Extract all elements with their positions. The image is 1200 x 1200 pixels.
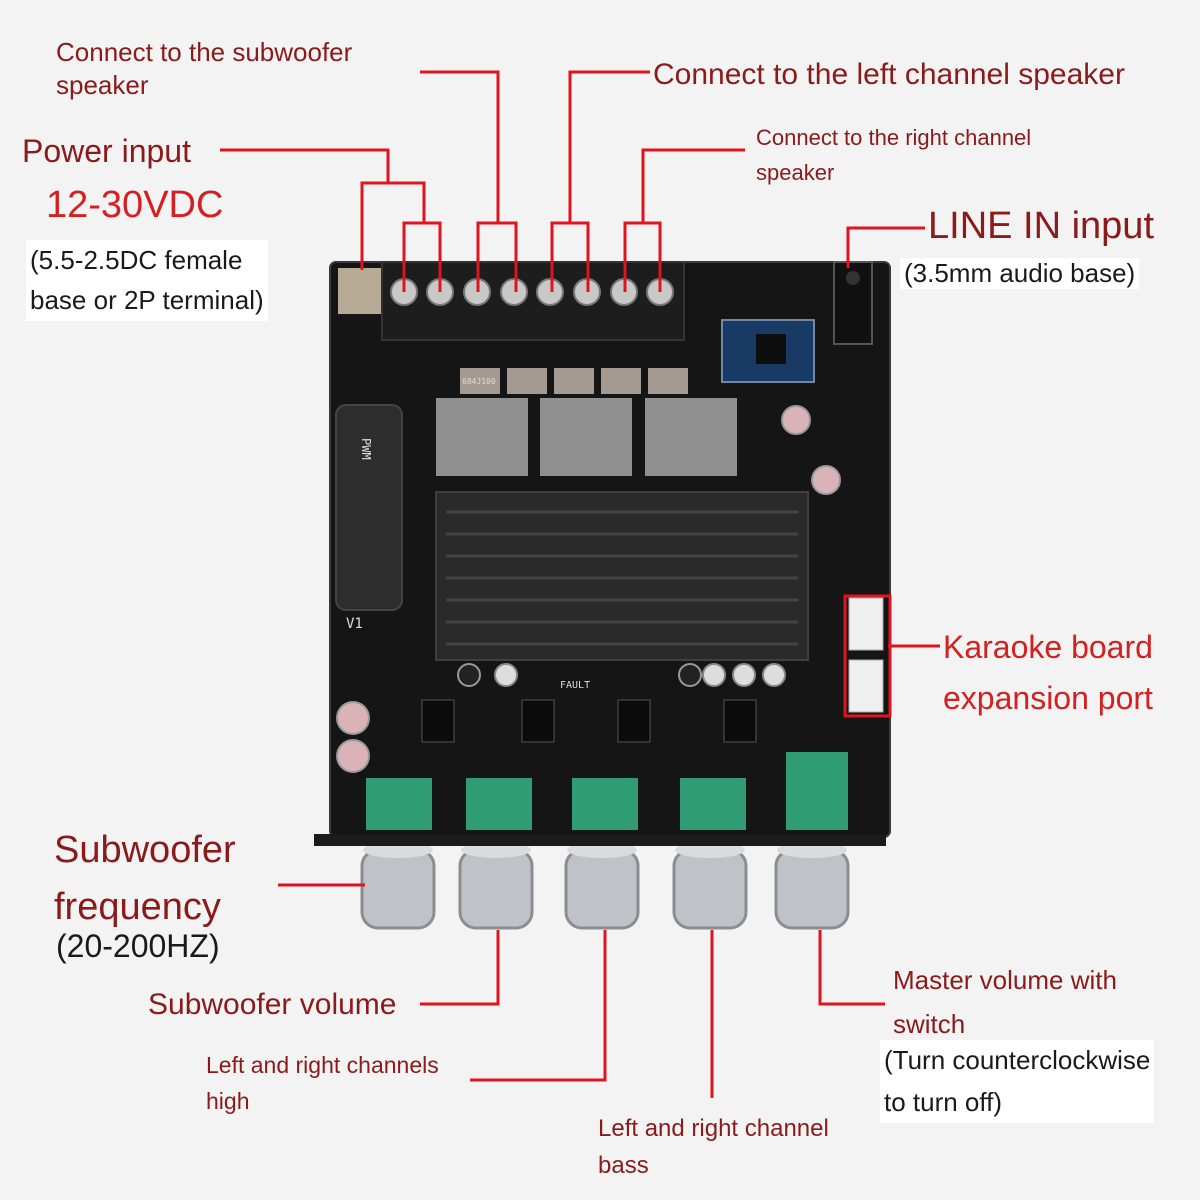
label-master-volume-note: (Turn counterclockwise to turn off) (880, 1040, 1155, 1124)
wire-sub-volume (420, 930, 500, 1006)
label-power-note: (5.5-2.5DC female base or 2P terminal) (26, 240, 268, 321)
label-subwoofer-volume: Subwoofer volume (148, 988, 397, 1021)
heatsink (435, 491, 809, 661)
label-bass: Left and right channel bass (598, 1115, 829, 1180)
label-master-volume: Master volume with switch (893, 965, 1117, 1040)
wire-power-input (220, 148, 442, 292)
potentiometer-bodies (366, 752, 848, 830)
label-line-in-title: LINE IN input (928, 205, 1154, 247)
line-in-jack-hole (846, 271, 860, 285)
wire-left-channel (550, 70, 650, 292)
knobs (360, 842, 850, 930)
label-left-channel-output: Connect to the left channel speaker (653, 58, 1125, 91)
silkscreen-inductor-1: PWM (359, 438, 373, 460)
label-subwoofer-frequency: Subwoofer frequency (54, 829, 236, 928)
op-amp-chips (421, 699, 757, 743)
label-subwoofer-output: Connect to the subwoofer speaker (56, 37, 353, 100)
silkscreen-chip-mark: 684J100 (462, 377, 496, 386)
dc-jack (338, 268, 382, 314)
karaoke-connector-2 (848, 659, 884, 713)
wire-right-channel (623, 148, 745, 292)
small-capacitors (336, 405, 841, 773)
wire-master (818, 930, 885, 1006)
wire-line-in (846, 226, 925, 268)
heatsink-fins (446, 510, 798, 646)
bluetooth-chip (756, 334, 786, 364)
output-inductors (436, 398, 737, 476)
label-subwoofer-frequency-range: (20-200HZ) (56, 928, 220, 964)
front-panel (314, 834, 886, 846)
label-right-channel-output: Connect to the right channel speaker (756, 125, 1032, 186)
speaker-terminal-block (381, 261, 685, 341)
label-power-voltage: 12-30VDC (46, 184, 224, 226)
wire-karaoke (843, 594, 940, 718)
silkscreen-fault: FAULT (560, 680, 590, 691)
label-karaoke-port: Karaoke board expansion port (943, 629, 1153, 717)
label-line-in-note: (3.5mm audio base) (900, 258, 1140, 289)
main-electrolytic-capacitor (335, 404, 403, 611)
film-capacitor-row (460, 368, 688, 394)
label-treble: Left and right channels high (206, 1052, 439, 1114)
silkscreen-version: V1 (346, 616, 363, 632)
wire-subwoofer (420, 70, 518, 292)
callout-wires (220, 70, 940, 1098)
karaoke-connector-1 (848, 597, 884, 651)
label-power-input-title: Power input (22, 133, 191, 169)
wire-treble (470, 930, 607, 1082)
